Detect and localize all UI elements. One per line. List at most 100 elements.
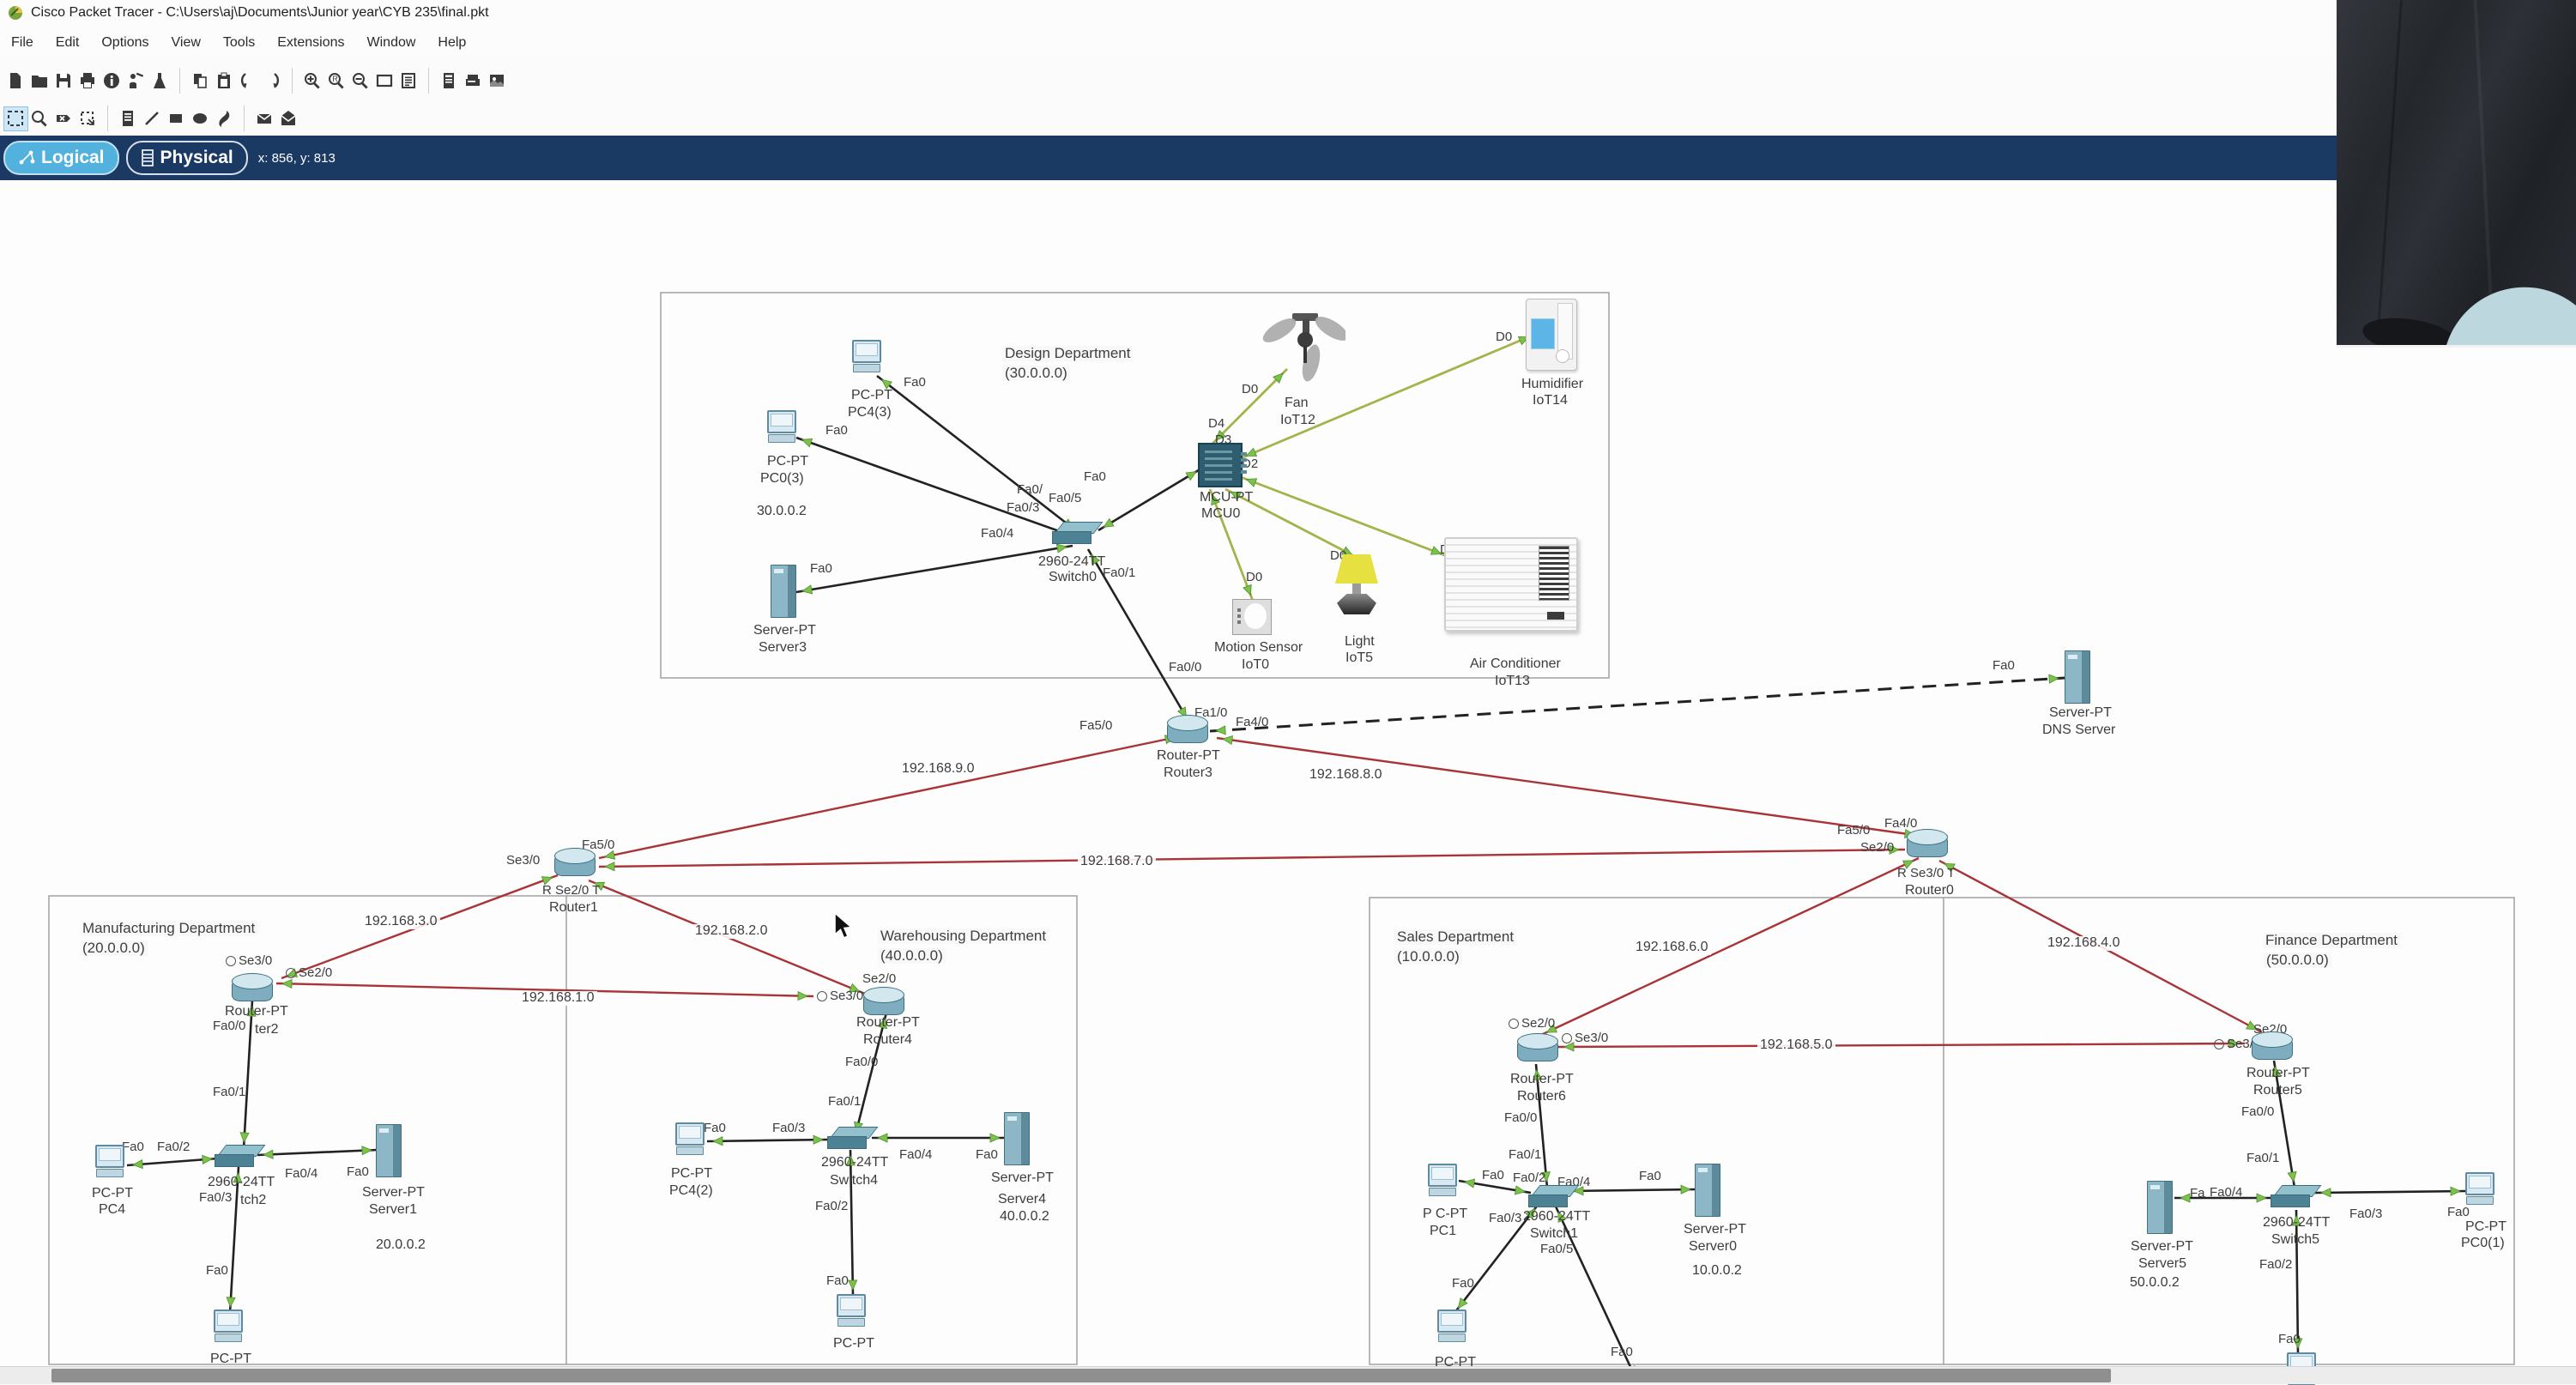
draw-freeform-icon[interactable] — [213, 107, 236, 130]
draw-ellipse-icon[interactable] — [189, 107, 212, 130]
eth-link[interactable] — [2314, 1189, 2467, 1194]
pc-pc4[interactable] — [94, 1145, 125, 1177]
undo-icon[interactable] — [237, 70, 260, 93]
snapshot-icon[interactable] — [486, 70, 509, 93]
eth-link[interactable] — [1554, 1206, 1639, 1382]
pc-pc0-1[interactable] — [2464, 1172, 2495, 1205]
pc-warehousing-bottom[interactable] — [836, 1294, 867, 1327]
router-router2[interactable] — [232, 973, 273, 1001]
eth-link[interactable] — [242, 1000, 254, 1149]
switch-switch1[interactable] — [1528, 1185, 1580, 1207]
eth-link[interactable] — [228, 1166, 240, 1314]
menu-view[interactable]: View — [171, 35, 201, 50]
pc-pc1[interactable] — [1427, 1164, 1458, 1196]
tab-physical[interactable]: Physical — [125, 141, 248, 175]
console-icon[interactable] — [462, 70, 485, 93]
server-server3[interactable] — [771, 565, 796, 618]
menu-file[interactable]: File — [11, 35, 33, 50]
delete-icon[interactable] — [52, 107, 76, 130]
eth-link[interactable] — [1086, 548, 1191, 723]
iot-fan[interactable] — [1251, 311, 1349, 402]
redo-icon[interactable] — [261, 70, 284, 93]
resize-icon[interactable] — [76, 107, 100, 130]
eth-link[interactable] — [853, 1012, 888, 1139]
serial-link[interactable] — [1557, 1042, 2246, 1049]
server-server0[interactable] — [1695, 1164, 1720, 1217]
switch-switch0[interactable] — [1052, 522, 1104, 544]
draw-line-icon[interactable] — [141, 107, 164, 130]
iot-light[interactable] — [1333, 554, 1380, 630]
iot-humidifier[interactable] — [1526, 299, 1577, 371]
pc-pc4-2[interactable] — [674, 1122, 705, 1155]
open-file-icon[interactable] — [28, 70, 51, 93]
copy-icon[interactable] — [189, 70, 212, 93]
router-router3[interactable] — [1167, 715, 1208, 743]
router-router0[interactable] — [1907, 829, 1948, 857]
iot-link[interactable] — [1240, 333, 1535, 460]
eth-link[interactable] — [1534, 1063, 1549, 1188]
eth-link[interactable] — [1453, 1203, 1540, 1314]
iot-link[interactable] — [1211, 368, 1288, 445]
zoom-out-icon[interactable] — [349, 70, 372, 93]
eth-link[interactable] — [2295, 1209, 2300, 1355]
eth-link[interactable] — [257, 1148, 378, 1157]
iot-air-conditioner[interactable] — [1444, 537, 1578, 632]
serial-link[interactable] — [275, 982, 814, 998]
menu-edit[interactable]: Edit — [55, 35, 80, 50]
serial-link[interactable] — [598, 735, 1182, 860]
server-dns[interactable] — [2065, 650, 2090, 704]
server-server1[interactable] — [376, 1124, 402, 1177]
menu-window[interactable]: Window — [366, 35, 416, 50]
serial-link[interactable] — [1216, 736, 1921, 838]
info-icon[interactable] — [100, 70, 124, 93]
zoom-reset-icon[interactable]: R — [325, 70, 348, 93]
menu-options[interactable]: Options — [101, 35, 149, 50]
server-server5[interactable] — [2147, 1181, 2173, 1234]
iot-link[interactable] — [1240, 475, 1448, 558]
activity-wizard-icon[interactable] — [124, 70, 148, 93]
eth-link[interactable] — [1567, 1188, 1697, 1193]
pc-manufacturing-bottom[interactable] — [213, 1309, 244, 1342]
tab-logical[interactable]: Logical — [3, 141, 119, 175]
eth-link[interactable] — [1098, 467, 1202, 532]
env-viewer-icon[interactable] — [438, 70, 461, 93]
inspect-icon[interactable] — [28, 107, 51, 130]
serial-link[interactable] — [1540, 856, 1920, 1037]
switch-switch2[interactable] — [215, 1145, 266, 1167]
add-simple-pdu-icon[interactable] — [253, 107, 276, 130]
mcu-mcu0[interactable] — [1198, 443, 1247, 487]
eth-link[interactable] — [849, 1149, 855, 1297]
iot-link[interactable] — [1208, 488, 1255, 602]
eth-link[interactable] — [2272, 1060, 2296, 1188]
eth-link[interactable] — [706, 1138, 830, 1143]
select-icon[interactable] — [3, 106, 28, 131]
iot-link[interactable] — [1225, 487, 1358, 559]
new-file-icon[interactable] — [4, 70, 27, 93]
switch-switch4[interactable] — [827, 1127, 879, 1149]
eth-link[interactable] — [876, 374, 1079, 534]
print-icon[interactable] — [76, 70, 100, 93]
menu-help[interactable]: Help — [438, 35, 467, 50]
notes-icon[interactable] — [397, 70, 420, 93]
pc-sales-bottom[interactable] — [1436, 1309, 1467, 1342]
serial-link[interactable] — [598, 848, 1906, 868]
eth-link[interactable] — [795, 436, 1077, 539]
iot-motion-sensor[interactable] — [1232, 599, 1272, 635]
switch-switch5[interactable] — [2271, 1185, 2322, 1207]
paste-icon[interactable] — [213, 70, 236, 93]
save-icon[interactable] — [52, 70, 76, 93]
router-router4[interactable] — [863, 987, 904, 1015]
draw-rectangle-icon[interactable] — [165, 107, 188, 130]
place-note-icon[interactable] — [117, 107, 140, 130]
viewport-icon[interactable] — [373, 70, 396, 93]
scrollbar-thumb[interactable] — [51, 1369, 2111, 1382]
pc-pc4-3[interactable] — [851, 340, 882, 372]
menu-extensions[interactable]: Extensions — [277, 35, 345, 50]
server-server4[interactable] — [1004, 1112, 1030, 1165]
add-complex-pdu-icon[interactable] — [277, 107, 300, 130]
dashed-link[interactable] — [1209, 676, 2065, 733]
eth-link[interactable] — [795, 544, 1073, 594]
menu-tools[interactable]: Tools — [222, 35, 256, 50]
multiuser-icon[interactable] — [148, 70, 172, 93]
